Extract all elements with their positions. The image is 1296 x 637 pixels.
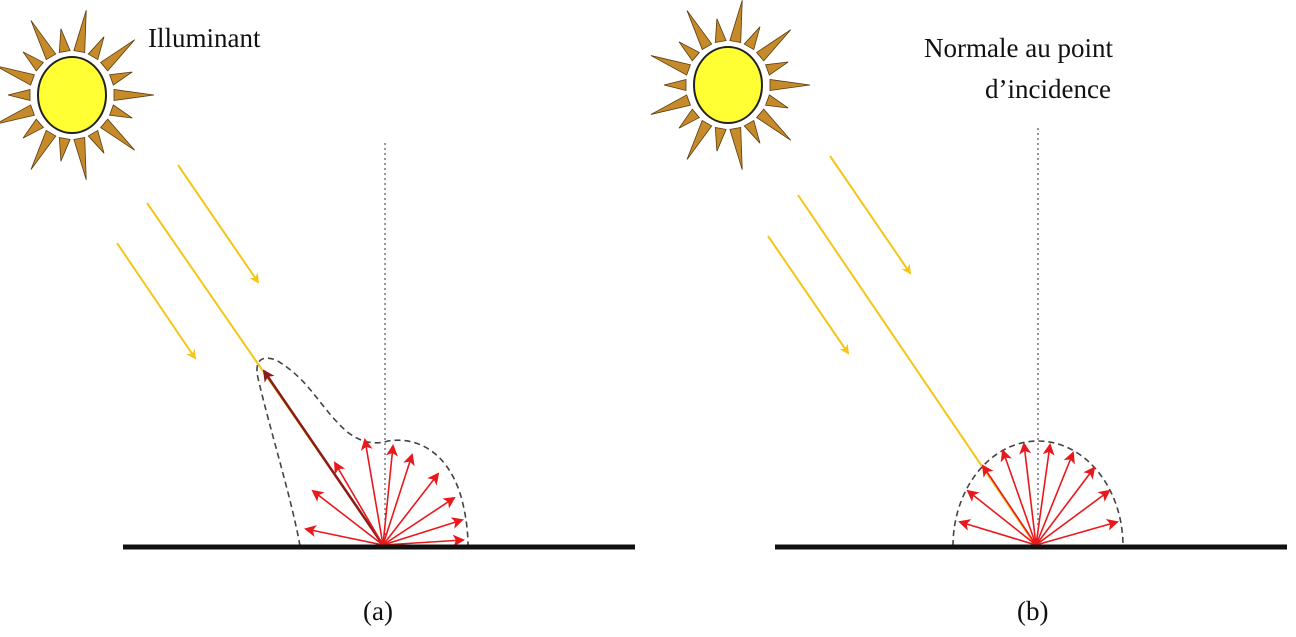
sun-ray — [678, 41, 700, 62]
normal-label-line2: d’incidence — [985, 74, 1111, 104]
incident-ray — [829, 155, 912, 275]
sun-disc — [693, 46, 763, 124]
sun-ray — [743, 26, 761, 51]
sun-ray — [7, 88, 31, 102]
diffuse-ray — [958, 519, 1037, 546]
illuminant-label: Illuminant — [148, 23, 261, 53]
sun-ray — [686, 10, 713, 51]
diffuse-ray — [1035, 518, 1119, 546]
sun-ray — [73, 10, 87, 53]
reflection-lobe — [256, 357, 469, 547]
sun-ray — [73, 137, 87, 180]
diffuse-ray — [1035, 443, 1055, 546]
diffuse-ray — [311, 489, 384, 546]
sun-ray — [109, 104, 133, 119]
sun-ray — [686, 119, 713, 160]
sun-ray — [0, 104, 35, 124]
diffuse-ray — [981, 464, 1037, 546]
diffuse-ray — [382, 453, 415, 546]
sun-ray — [714, 126, 727, 152]
sun-ray — [714, 18, 727, 44]
sun-ray — [765, 61, 789, 76]
incident-ray — [116, 242, 197, 360]
panel-b: Normale au point d’incidence (b) — [650, 0, 1287, 626]
incident-ray — [767, 235, 850, 355]
caption-b: (b) — [1017, 596, 1048, 626]
sun-ray — [22, 118, 44, 139]
sun-ray — [650, 55, 691, 76]
sun-ray — [663, 78, 687, 92]
sun-ray — [769, 79, 811, 91]
sun-ray — [30, 129, 57, 170]
sun-ray — [756, 29, 792, 62]
sun-ray — [113, 89, 155, 101]
incident-ray-main — [797, 194, 1035, 544]
sun-ray — [729, 127, 743, 170]
diffuse-ray — [1035, 489, 1111, 546]
sun-ray — [743, 119, 761, 144]
sun-ray — [87, 129, 105, 154]
diffuse-rays — [304, 438, 465, 547]
diffuse-ray — [382, 472, 440, 546]
diffuse-ray — [1035, 451, 1075, 546]
sun-ray — [58, 136, 71, 162]
sun-ray — [87, 36, 105, 61]
normal-label-line1: Normale au point — [924, 33, 1113, 63]
sun-ray — [100, 39, 136, 72]
sun-icon — [0, 10, 155, 180]
diffuse-ray — [382, 517, 464, 546]
diffuse-ray — [382, 444, 398, 546]
diffuse-ray — [1035, 466, 1096, 546]
sun-ray — [58, 28, 71, 54]
diffuse-ray — [360, 438, 384, 546]
panel-a: Illuminant (a) — [0, 10, 635, 626]
sun-ray — [765, 94, 789, 109]
caption-a: (a) — [363, 596, 393, 626]
sun-ray — [650, 94, 691, 115]
sun-ray — [109, 71, 133, 86]
incident-ray — [177, 164, 260, 284]
diffuse-lobe — [952, 440, 1124, 547]
sun-ray — [678, 108, 700, 129]
diffuse-ray — [333, 461, 384, 546]
sun-ray — [729, 0, 743, 43]
diffuse-ray — [966, 489, 1037, 546]
diffuse-rays — [958, 442, 1119, 546]
diffuse-ray — [304, 525, 384, 546]
sun-ray — [30, 20, 57, 61]
sun-ray — [100, 118, 136, 151]
diffuse-ray — [382, 534, 465, 547]
diffuse-ray — [1000, 449, 1037, 546]
sun-ray — [756, 108, 792, 141]
sun-icon — [650, 0, 811, 170]
sun-ray — [22, 51, 44, 72]
sun-disc — [37, 56, 107, 134]
diffuse-ray — [382, 496, 456, 546]
specular-ray — [262, 369, 385, 546]
sun-ray — [0, 66, 35, 86]
diffuse-ray — [1019, 442, 1037, 546]
